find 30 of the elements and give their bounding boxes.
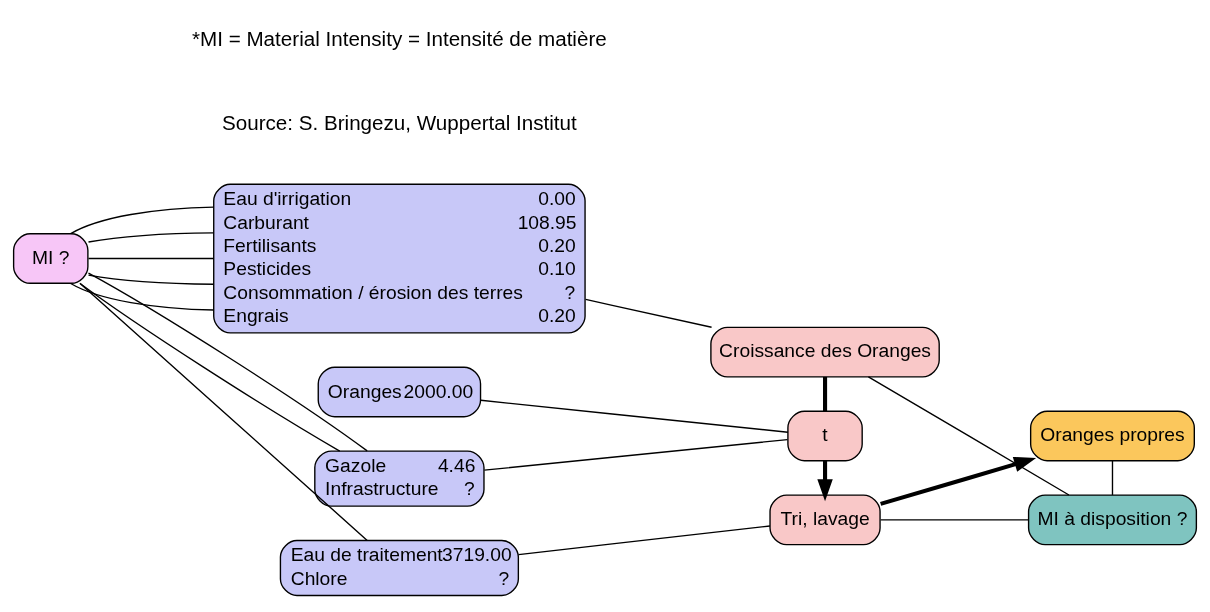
connector — [87, 274, 215, 285]
label: *MI = Material Intensity = Intensité de matière — [192, 27, 607, 51]
node-box: Oranges propres — [1029, 410, 1195, 462]
node-box: Oranges2000.00 — [317, 366, 482, 418]
connector — [87, 232, 215, 243]
connector — [480, 399, 789, 433]
connector — [87, 272, 368, 452]
connector — [823, 376, 828, 412]
connector — [517, 525, 771, 556]
node-box: Eau d'irrigation 0.00 Carburant 108.95 Fertilisants 0.20 Pesticides 0.10 Consommation / érosion des terres ? Engrais 0.20 — [213, 183, 586, 334]
connector — [1111, 460, 1114, 496]
connector — [867, 376, 1070, 496]
connector — [584, 298, 713, 328]
node-box: Croissance des Oranges — [710, 326, 940, 378]
node-box: Eau de traitement3719.00 Chlore ? — [279, 539, 520, 597]
node-box: MI à disposition ? — [1027, 494, 1198, 546]
connector — [70, 206, 215, 235]
connector — [79, 283, 341, 452]
connector — [79, 282, 368, 542]
node-box: MI ? — [12, 233, 89, 284]
connector — [879, 519, 1030, 521]
node-box: t — [787, 410, 863, 462]
connector — [70, 282, 215, 311]
label: Source: S. Bringezu, Wuppertal Institut — [222, 110, 577, 134]
connector — [483, 438, 789, 471]
arrow — [880, 456, 1037, 506]
arrow — [817, 460, 833, 502]
connector — [87, 257, 215, 260]
node-box: Gazole 4.46 Infrastructure ? — [314, 450, 485, 507]
node-box: Tri, lavage — [769, 494, 881, 546]
